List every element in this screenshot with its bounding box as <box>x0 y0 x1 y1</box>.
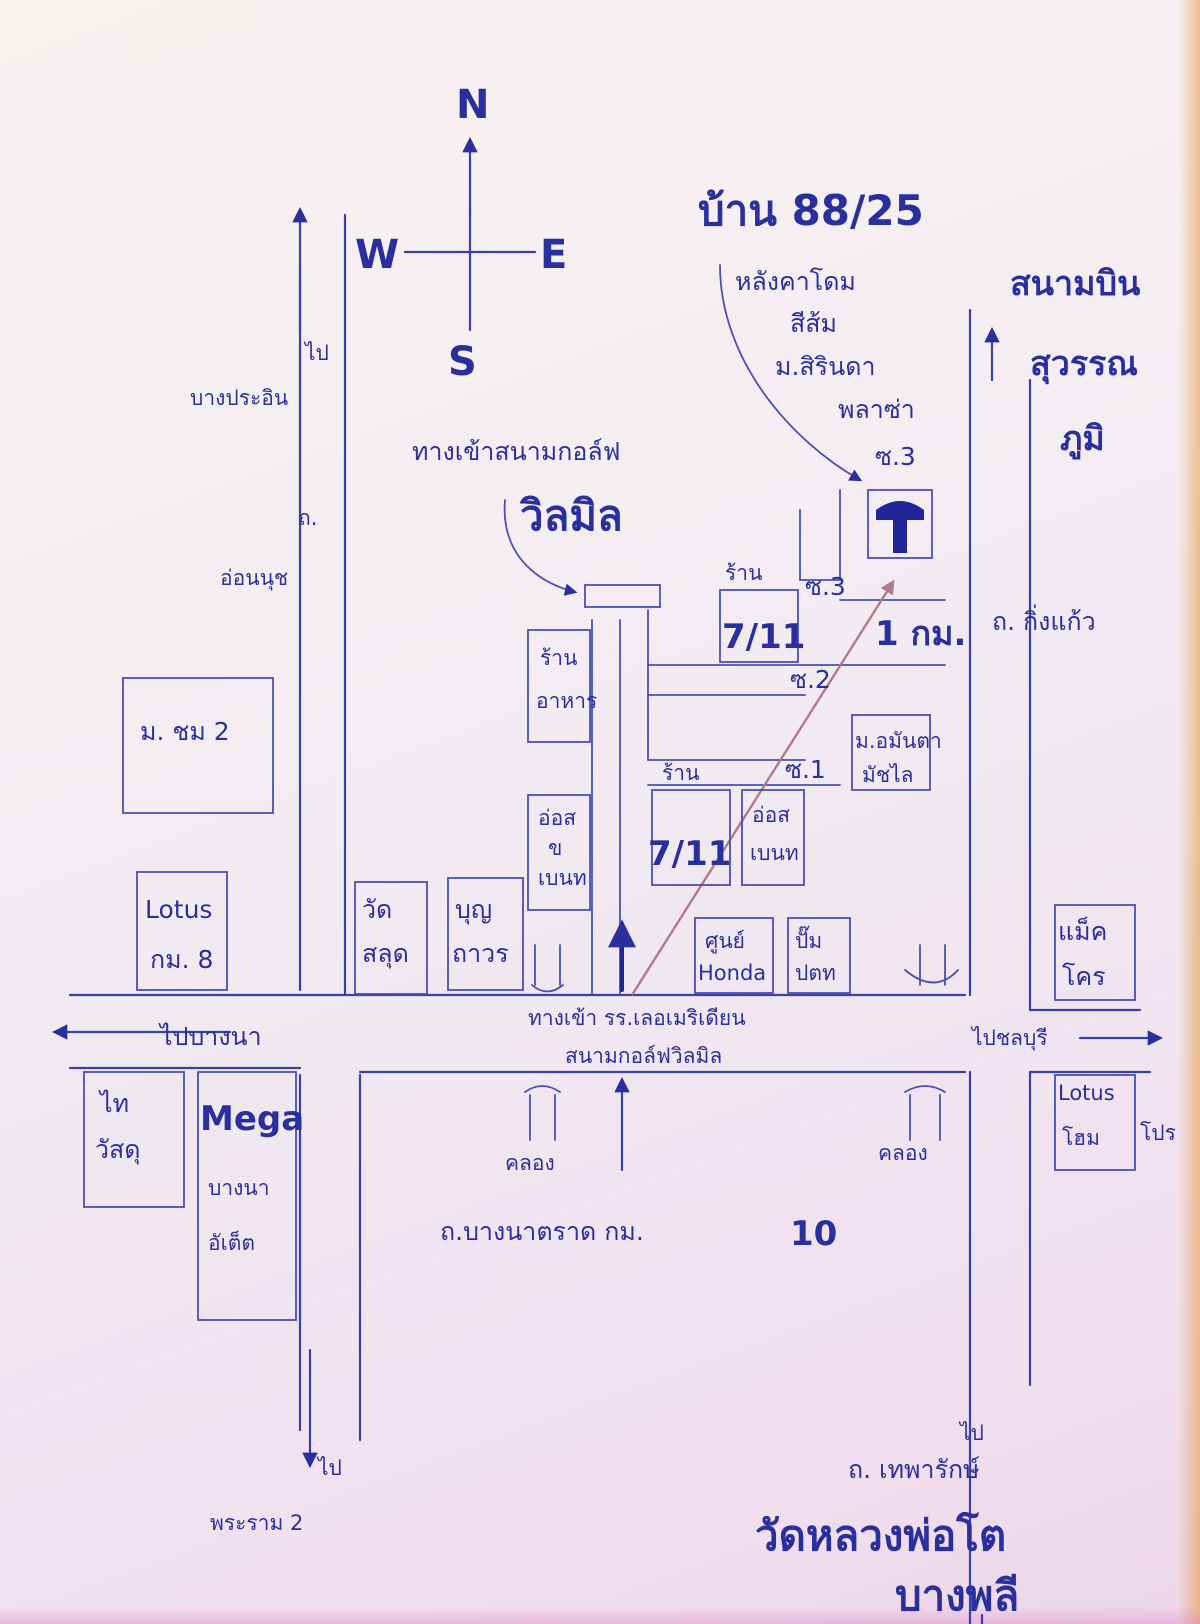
house-title: บ้าน 88/25 <box>698 186 924 235</box>
makro-1: แม็ค <box>1058 916 1107 946</box>
canal-label-left: คลอง <box>505 1151 555 1175</box>
makro-2: โคร <box>1062 962 1106 991</box>
temple-small-2: สลุด <box>362 939 409 969</box>
seven-top: 7/11 <box>722 617 805 657</box>
road-onnut-1: ถ. <box>298 506 317 530</box>
house-desc-plaza: พลาซ่า <box>838 395 915 424</box>
house-soi: ซ.3 <box>875 442 916 471</box>
temple-small-1: วัด <box>362 895 392 924</box>
distance-label: 1 กม. <box>875 614 966 654</box>
supply-mid-2: เบนท <box>750 841 799 865</box>
seven-top-pre: ร้าน <box>725 561 762 585</box>
paper-edge-right <box>1178 0 1200 1624</box>
lotus-home-1: Lotus <box>1058 1081 1115 1105</box>
house-desc-village: ม.สิรินดา <box>775 352 875 381</box>
airport-line2: สุวรรณ <box>1030 344 1138 385</box>
soi-2-label: ซ.2 <box>790 665 831 694</box>
mega-2: บางนา <box>208 1176 270 1200</box>
roads <box>68 213 1152 1624</box>
road-left-south-1: ไป <box>316 1456 342 1480</box>
seven-mid: 7/11 <box>648 834 731 874</box>
gas-1: ปั๊ม <box>795 925 822 953</box>
bunthavorn-1: บุญ <box>455 895 492 925</box>
map-blocks <box>83 489 1136 1321</box>
house-desc-roof: หลังคาโดม <box>735 267 856 296</box>
golf-name: วิลมิล <box>519 491 623 540</box>
honda-1: ศูนย์ <box>705 929 745 954</box>
supply-left-3: เบนท <box>538 866 587 890</box>
mega-1: Mega <box>200 1099 304 1139</box>
canals <box>524 944 959 1141</box>
village-right-1: ม.อมันตา <box>855 729 942 753</box>
direction-arrows <box>51 206 1164 1624</box>
lotus-home-3: โปร <box>1140 1121 1176 1145</box>
supply-mid-1: อ่อส <box>752 803 790 827</box>
road-left-north-2: บางประอิน <box>190 386 288 410</box>
restaurant-2: อาหาร <box>536 689 597 713</box>
road-bangna-trad: ถ.บางนาตราด กม. <box>440 1217 644 1246</box>
house-desc-color: สีส้ม <box>790 309 837 338</box>
mega-3: อัเต็ต <box>208 1229 255 1255</box>
lotus-km8-1: Lotus <box>145 895 212 924</box>
road-to-bangna: ไปบางนา <box>158 1022 262 1051</box>
seven-mid-pre: ร้าน <box>662 761 699 785</box>
bunthavorn-2: ถาวร <box>452 939 509 968</box>
airport-line1: สนามบิน <box>1010 264 1140 304</box>
road-left-south-2: พระราม 2 <box>210 1511 303 1535</box>
lotus-home-2: โฮม <box>1062 1126 1100 1150</box>
paper-edge-bottom <box>0 1606 1200 1624</box>
compass-north: N <box>456 82 489 128</box>
entrance-line1: ทางเข้า รร.เลอเมริเดียน <box>528 1006 746 1030</box>
village-left: ม. ชม 2 <box>140 717 230 746</box>
soi-3-label: ซ.3 <box>805 572 846 601</box>
road-left-north-1: ไป <box>303 341 329 365</box>
road-bangna-km: 10 <box>790 1214 837 1254</box>
road-theparak: ถ. เทพารักษ์ <box>848 1455 980 1484</box>
thai-watsadu-1: ไท <box>98 1089 129 1118</box>
road-kingkaew: ถ. กิ่งแก้ว <box>992 604 1096 636</box>
entrance-line2: สนามกอล์ฟวิลมิล <box>565 1044 722 1068</box>
thai-watsadu-2: วัสดุ <box>95 1135 141 1165</box>
canal-label-right: คลอง <box>878 1141 928 1165</box>
compass: N S E W <box>355 82 567 385</box>
lotus-km8-2: กม. 8 <box>150 945 213 974</box>
temple-big-2: บางพลี <box>895 1571 1019 1620</box>
road-theparak-pre: ไป <box>958 1421 984 1445</box>
supply-left-1: อ่อส <box>538 806 576 830</box>
road-onnut-2: อ่อนนุช <box>220 566 288 591</box>
temple-big-1: วัดหลวงพ่อโต <box>755 1511 1006 1560</box>
restaurant-1: ร้าน <box>540 646 577 670</box>
compass-west: W <box>355 232 399 278</box>
compass-south: S <box>448 339 477 385</box>
honda-2: Honda <box>698 961 766 985</box>
soi-1-label: ซ.1 <box>785 755 826 784</box>
golf-entrance-label: ทางเข้าสนามกอล์ฟ <box>412 437 620 466</box>
road-to-chonburi: ไปชลบุรี <box>970 1026 1048 1051</box>
supply-left-2: ข <box>548 836 562 860</box>
village-right-2: มัชไล <box>862 763 914 787</box>
compass-east: E <box>540 232 567 278</box>
gas-2: ปตท <box>795 961 836 985</box>
airport-line3: ภูมิ <box>1060 419 1105 460</box>
